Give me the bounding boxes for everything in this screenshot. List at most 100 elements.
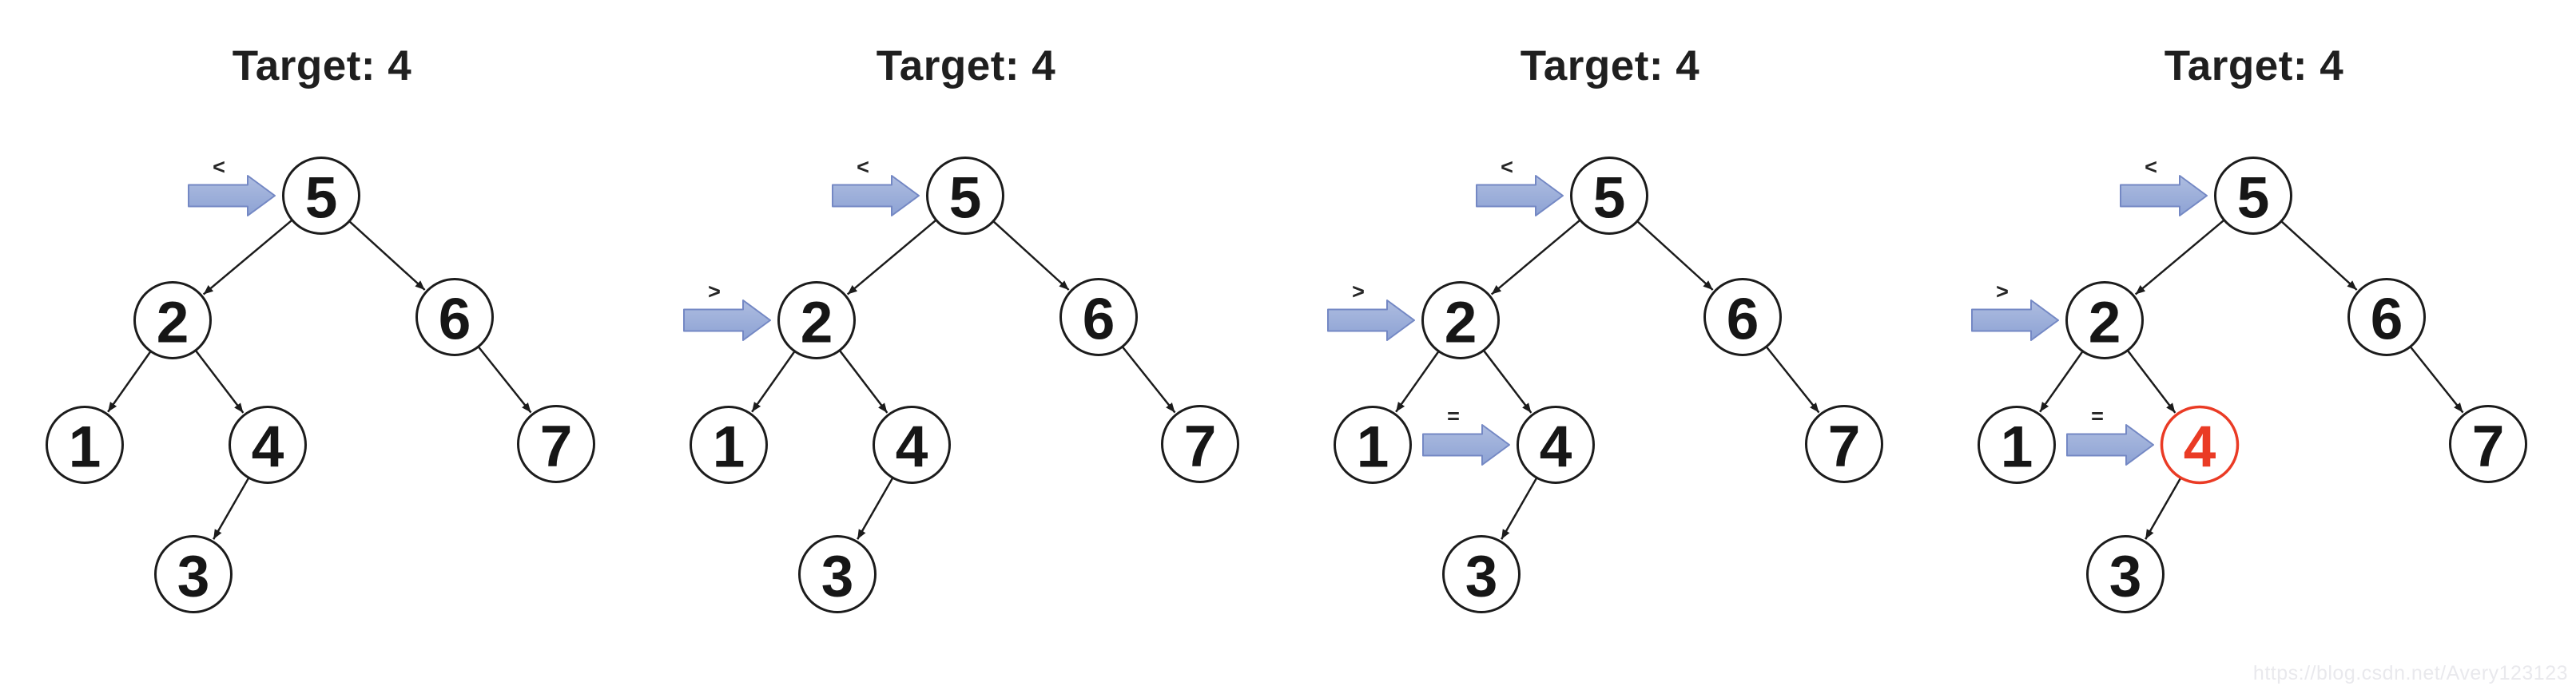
tree-node-4-highlighted [2160, 405, 2240, 485]
tree-edge [1490, 220, 1580, 295]
panel-title: Target: 4 [1520, 42, 1700, 89]
tree-node-value: 6 [2371, 288, 2403, 352]
panel-title: Target: 4 [232, 42, 412, 89]
tree-edge [839, 350, 888, 414]
tree-node-value: 5 [1593, 166, 1626, 231]
tree-node-1 [690, 406, 768, 484]
pointer-arrow-icon [188, 175, 276, 216]
comparison-symbol: = [2091, 404, 2104, 428]
tree-edge [2127, 350, 2176, 414]
tree-node-1 [1334, 406, 1412, 484]
tree-node-5 [926, 157, 1004, 235]
tree-node-value: 3 [1465, 545, 1498, 609]
panel-title: Target: 4 [876, 42, 1056, 89]
pointer-arrow-icon [1422, 424, 1510, 466]
tree-node-value: 3 [821, 545, 854, 609]
tree-node-value: 1 [69, 415, 101, 480]
tree-node-1 [46, 406, 124, 484]
tree-edge [1122, 347, 1176, 414]
tree-edge [993, 220, 1070, 291]
tree-node-value: 2 [2089, 291, 2121, 355]
tree-edge [1483, 350, 1532, 414]
tree-node-value: 4 [252, 415, 284, 480]
tree-node-value: 5 [949, 166, 982, 231]
tree-node-value: 7 [1828, 414, 1861, 479]
tree-node-2 [133, 281, 212, 359]
tree-node-3 [798, 535, 877, 613]
tree-node-value: 5 [305, 166, 338, 231]
tree-node-3 [2086, 535, 2165, 613]
tree-node-value: 3 [2109, 545, 2142, 609]
tree-node-value: 6 [1727, 288, 1759, 352]
tree-node-6 [415, 278, 494, 356]
tree-node-5 [2214, 157, 2292, 235]
comparison-symbol: > [1352, 280, 1365, 303]
tree-node-6 [1703, 278, 1782, 356]
tree-node-value: 6 [1083, 288, 1115, 352]
tree-edge [107, 351, 152, 413]
tree-node-7 [517, 405, 595, 483]
tree-node-5 [1570, 157, 1648, 235]
comparison-symbol: < [2145, 155, 2157, 179]
tree-node-2 [777, 281, 856, 359]
tree-edge [2410, 347, 2464, 414]
tree-edge [751, 351, 796, 413]
tree-node-value: 4 [896, 415, 928, 480]
pointer-arrow-icon [683, 299, 771, 341]
pointer-arrow-icon [1327, 299, 1415, 341]
tree-edge [478, 347, 532, 414]
tree-node-value: 5 [2237, 166, 2270, 231]
tree-node-value: 1 [2001, 415, 2033, 480]
tree-edge [2281, 220, 2358, 291]
tree-edge [1766, 347, 1820, 414]
comparison-symbol: < [213, 155, 225, 179]
tree-node-7 [1805, 405, 1883, 483]
pointer-arrow-icon [2066, 424, 2154, 466]
tree-edge [1637, 220, 1714, 291]
tree-node-7 [2449, 405, 2527, 483]
watermark-url: https://blog.csdn.net/Avery123123 [2252, 662, 2568, 684]
tree-edge [2145, 478, 2181, 540]
tree-edge [857, 478, 893, 540]
comparison-symbol: < [1501, 155, 1513, 179]
pointer-arrow-icon [832, 175, 920, 216]
tree-edge [2039, 351, 2084, 413]
tree-node-2 [1421, 281, 1500, 359]
tree-node-value: 1 [1357, 415, 1389, 480]
tree-node-4 [1517, 406, 1595, 484]
tree-edge [202, 220, 292, 295]
tree-node-3 [1442, 535, 1521, 613]
tree-node-7 [1161, 405, 1239, 483]
tree-node-1 [1978, 406, 2056, 484]
tree-edge [195, 350, 244, 414]
tree-node-value: 3 [177, 545, 210, 609]
comparison-symbol: > [708, 280, 721, 303]
tree-edge [1501, 478, 1537, 540]
tree-node-2 [2065, 281, 2144, 359]
tree-node-value: 2 [157, 291, 189, 355]
tree-edge [349, 220, 426, 291]
tree-node-5 [282, 157, 360, 235]
tree-node-4 [229, 406, 307, 484]
tree-node-value: 2 [801, 291, 833, 355]
tree-node-value: 4 [1540, 415, 1572, 480]
tree-edge [846, 220, 936, 295]
tree-node-value: 6 [439, 288, 471, 352]
comparison-symbol: < [857, 155, 869, 179]
panel-title: Target: 4 [2164, 42, 2344, 89]
comparison-symbol: = [1447, 404, 1460, 428]
tree-node-value: 7 [1184, 414, 1217, 479]
tree-node-6 [1059, 278, 1138, 356]
tree-node-value: 7 [2472, 414, 2505, 479]
pointer-arrow-icon [1971, 299, 2059, 341]
comparison-symbol: > [1996, 280, 2009, 303]
